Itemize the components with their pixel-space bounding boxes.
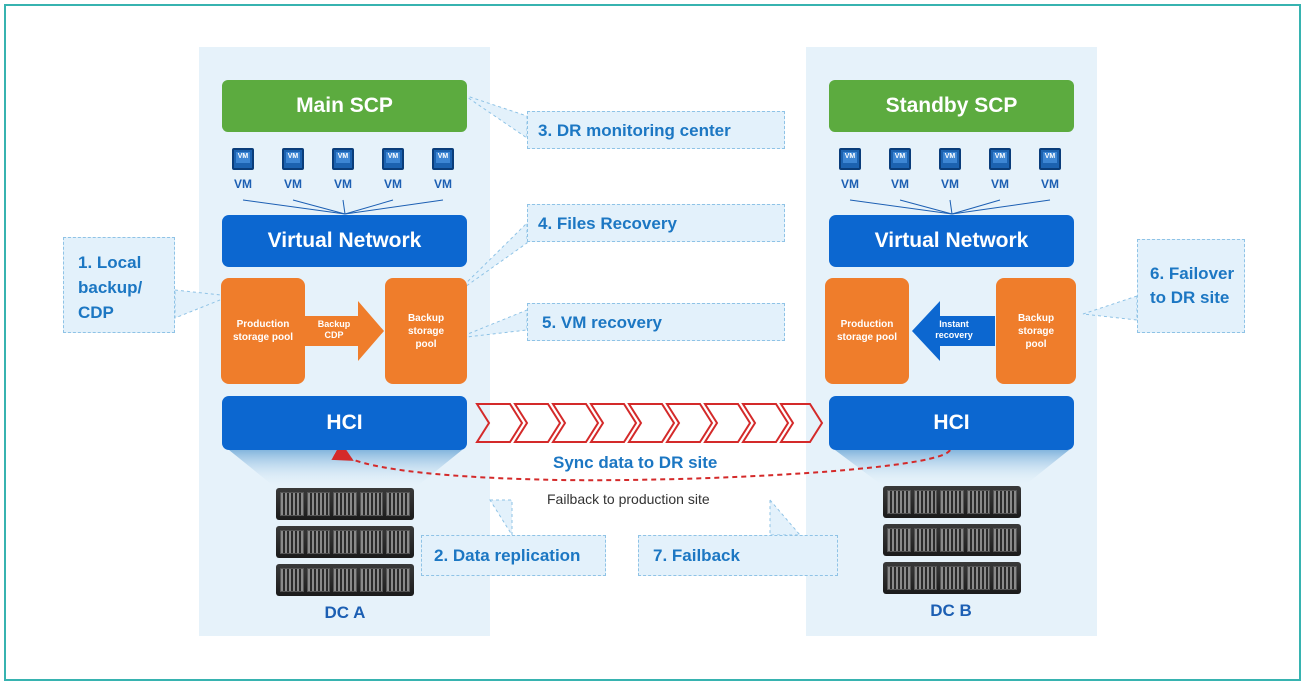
callout-pointer-vm	[457, 309, 528, 339]
dc-b-servers	[883, 486, 1021, 600]
callout-failover-text: 6. Failover to DR site	[1150, 264, 1235, 307]
callout-vm-recovery: 5. VM recovery	[527, 303, 785, 341]
dc-a-servers	[276, 488, 414, 602]
dc-a-vm-links	[242, 199, 444, 215]
dc-b-production-storage-pool: Production storage pool	[825, 278, 909, 384]
vm-icon: VM	[432, 148, 454, 170]
standby-scp: Standby SCP	[829, 80, 1074, 132]
sync-data-label: Sync data to DR site	[553, 453, 718, 472]
dc-a-virtual-network: Virtual Network	[222, 215, 467, 267]
callout-pointer-files	[454, 221, 528, 295]
vm-icon: VM	[282, 148, 304, 170]
server-unit	[276, 488, 414, 520]
server-unit	[883, 524, 1021, 556]
vm-icon: VM	[232, 148, 254, 170]
callout-failback: 7. Failback	[638, 535, 838, 576]
callout-dr-monitoring: 3. DR monitoring center	[527, 111, 785, 149]
dc-b-virtual-network: Virtual Network	[829, 215, 1074, 267]
vm-icon: VM	[939, 148, 961, 170]
callout-pointer-dr	[463, 94, 528, 139]
dc-a-backup-storage-pool: Backup storage pool	[385, 278, 467, 384]
dc-a-production-pool-label: Production storage pool	[233, 319, 294, 343]
backup-cdp-arrow	[305, 301, 384, 361]
vm-icon: VM	[332, 148, 354, 170]
dc-b-backup-pool-label: Backup storage pool	[1017, 312, 1055, 350]
dc-b-hci: HCI	[829, 396, 1074, 450]
dc-a-production-storage-pool: Production storage pool	[221, 278, 305, 384]
dc-b-vm-links	[849, 199, 1051, 215]
callout-pointer-local	[174, 289, 231, 319]
callout-files-recovery: 4. Files Recovery	[527, 204, 785, 242]
dc-a-label: DC A	[324, 603, 366, 622]
callout-failover: 6. Failover to DR site	[1137, 239, 1245, 333]
callout-files-recovery-text: 4. Files Recovery	[538, 214, 677, 233]
callout-local-backup: 1. Local backup/ CDP	[63, 237, 175, 333]
server-unit	[276, 526, 414, 558]
dc-b-backup-storage-pool: Backup storage pool	[996, 278, 1076, 384]
dc-a-beam	[229, 450, 462, 488]
vm-icon: VM	[989, 148, 1011, 170]
server-unit	[883, 486, 1021, 518]
failback-arc	[331, 442, 951, 482]
callout-vm-recovery-text: 5. VM recovery	[542, 313, 663, 332]
vm-icon: VM	[839, 148, 861, 170]
callout-local-backup-text: 1. Local backup/ CDP	[78, 253, 143, 322]
dc-b-label: DC B	[930, 601, 972, 620]
dc-b-production-pool-label: Production storage pool	[837, 319, 898, 343]
dc-a-hci: HCI	[222, 396, 467, 450]
server-unit	[883, 562, 1021, 594]
instant-recovery-label: Instant recovery	[935, 319, 973, 340]
vm-icon: VM	[382, 148, 404, 170]
sync-chevrons	[475, 403, 824, 443]
callout-pointer-failback	[769, 498, 802, 536]
callout-pointer-failover	[1082, 295, 1138, 321]
callout-pointer-replication	[489, 499, 513, 537]
failback-label: Failback to production site	[547, 491, 710, 507]
dc-a-backup-pool-label: Backup storage pool	[407, 312, 445, 350]
diagram-frame	[4, 4, 1301, 681]
vm-icon: VM	[889, 148, 911, 170]
callout-failback-text: 7. Failback	[653, 546, 740, 565]
vm-icon: VM	[1039, 148, 1061, 170]
backup-cdp-label: Backup CDP	[317, 319, 351, 340]
main-scp: Main SCP	[222, 80, 467, 132]
callout-dr-monitoring-text: 3. DR monitoring center	[538, 121, 731, 140]
server-unit	[276, 564, 414, 596]
instant-recovery-arrow	[912, 301, 995, 361]
dc-b-beam	[835, 450, 1069, 486]
callout-data-replication-text: 2. Data replication	[434, 546, 581, 565]
callout-data-replication: 2. Data replication	[421, 535, 606, 576]
